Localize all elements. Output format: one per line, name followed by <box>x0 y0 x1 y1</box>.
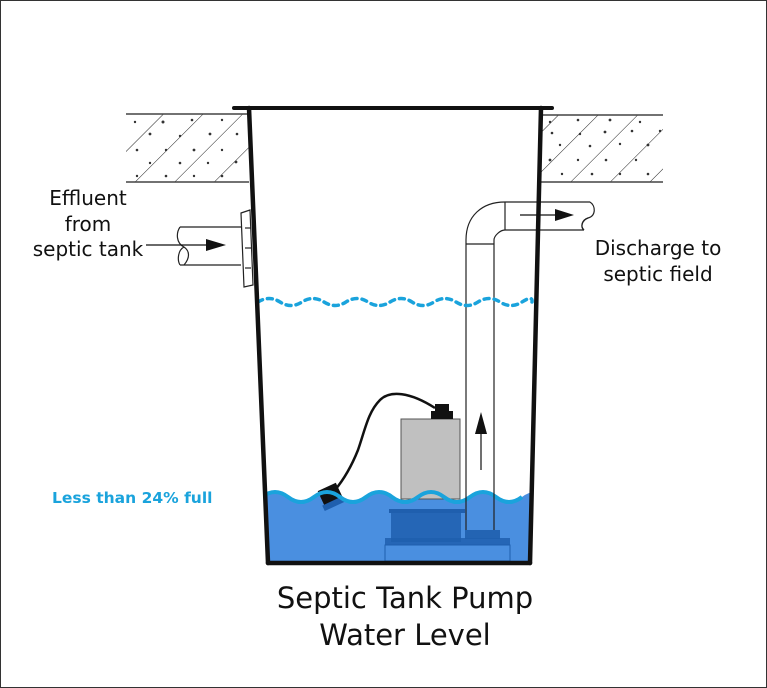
inlet-label: Effluent from septic tank <box>20 186 156 263</box>
outlet-label-line1: Discharge to <box>594 236 722 260</box>
ground-left <box>126 113 249 183</box>
float-switch <box>317 482 345 512</box>
inlet-flange <box>240 209 254 288</box>
pump-body <box>400 418 461 500</box>
inlet-pipe <box>176 226 241 266</box>
outlet-label-line2: septic field <box>603 261 713 286</box>
ground-right <box>541 114 663 183</box>
outlet-label: Discharge to septic field <box>580 236 736 287</box>
title-line1: Septic Tank Pump <box>276 581 534 615</box>
high-water-line <box>256 296 534 308</box>
tank-walls <box>232 105 554 566</box>
discharge-pipe <box>465 201 595 530</box>
float-cable <box>334 392 436 491</box>
discharge-flow-arrow <box>520 209 574 221</box>
upflow-arrow <box>475 412 487 470</box>
inlet-label-line1: Effluent <box>49 186 127 210</box>
inlet-label-line2: from <box>64 211 112 236</box>
diagram-title: Septic Tank Pump Water Level <box>250 580 560 654</box>
water-surface <box>260 490 524 504</box>
pump-cable-connector <box>431 404 453 419</box>
pump-base <box>384 509 511 562</box>
inlet-flow-arrow <box>146 239 226 251</box>
water-level-label: Less than 24% full <box>52 489 213 507</box>
title-line2: Water Level <box>319 618 491 653</box>
inlet-label-line3: septic tank <box>32 237 144 262</box>
